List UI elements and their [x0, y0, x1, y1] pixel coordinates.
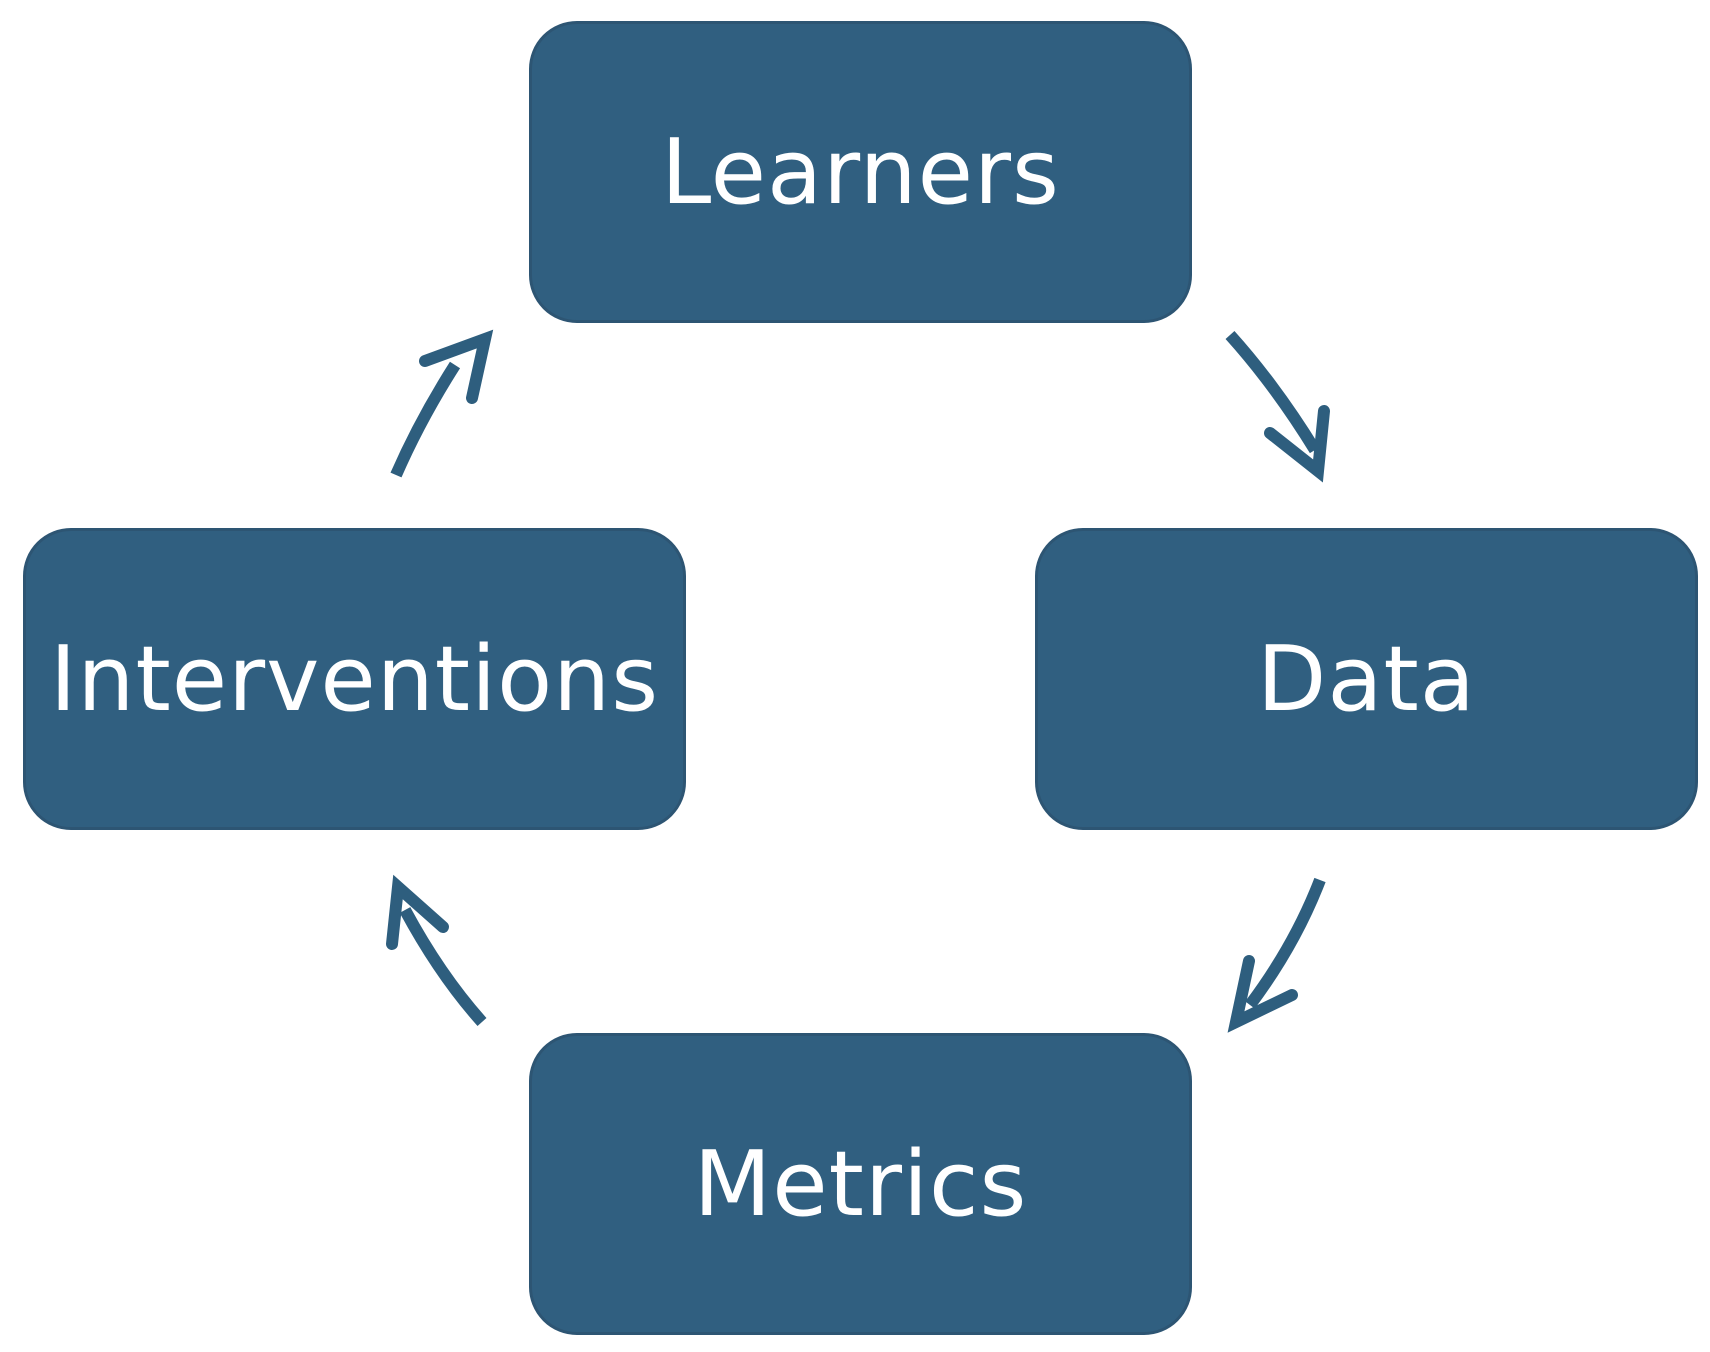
node-learners: Learners: [529, 21, 1192, 323]
node-metrics: Metrics: [529, 1033, 1192, 1335]
node-label-metrics: Metrics: [693, 1131, 1028, 1237]
node-label-data: Data: [1257, 626, 1476, 732]
node-label-interventions: Interventions: [49, 626, 660, 732]
arrow-head-interventions-learners: [419, 329, 494, 404]
arrow-head-learners-data: [1264, 405, 1330, 483]
arrow-interventions-to-learners: [390, 329, 494, 478]
node-data: Data: [1035, 528, 1698, 830]
arrow-metrics-to-interventions: [386, 874, 487, 1026]
arrow-shaft-data-metrics: [1245, 877, 1326, 1009]
arrow-head-data-metrics: [1227, 955, 1298, 1033]
arrow-shaft-metrics-interventions: [399, 907, 487, 1026]
node-label-learners: Learners: [661, 119, 1060, 225]
arrow-shaft-interventions-learners: [390, 361, 461, 478]
node-interventions: Interventions: [23, 528, 686, 830]
arrow-data-to-metrics: [1227, 877, 1326, 1033]
arrow-shaft-learners-data: [1225, 330, 1321, 454]
arrow-head-metrics-interventions: [386, 874, 449, 950]
arrow-learners-to-data: [1225, 330, 1330, 483]
